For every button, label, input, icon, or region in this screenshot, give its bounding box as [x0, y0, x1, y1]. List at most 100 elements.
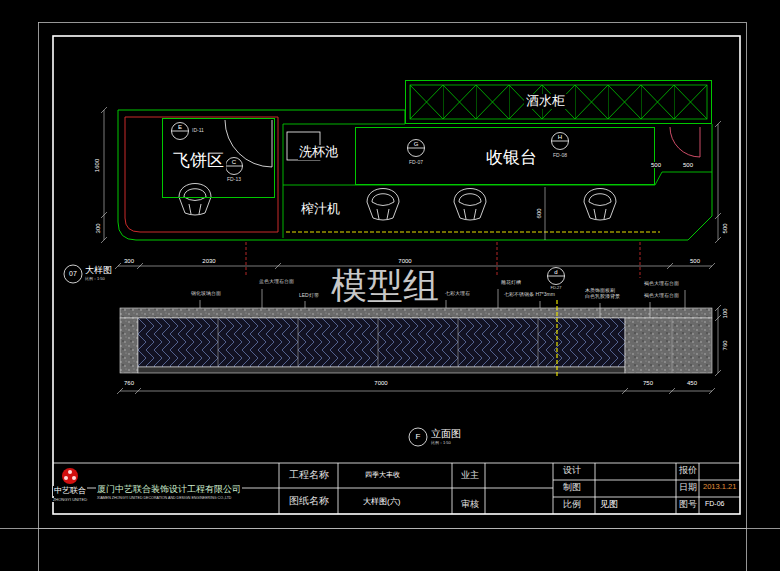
detail-divider	[408, 148, 425, 149]
title-block-grid	[53, 463, 740, 514]
drawing-label: 100	[722, 307, 729, 319]
trim-lines	[0, 528, 780, 571]
view-circle	[409, 428, 427, 446]
logo-petal	[64, 476, 68, 480]
dimension-line	[545, 187, 546, 240]
drawing-label: G	[413, 141, 420, 148]
inner-frame	[53, 36, 740, 514]
drawing-label: 500	[722, 222, 729, 234]
granite-column	[120, 318, 138, 373]
drawing-label: 洗杯池	[298, 145, 339, 160]
drawing-label: C	[231, 159, 237, 166]
drawing-label: 褐色大理石台面	[643, 281, 680, 287]
drawing-label: 雕花灯槽	[500, 280, 522, 286]
zone-label: 飞饼区	[171, 151, 226, 171]
detail-circle	[408, 140, 425, 157]
drawing-label: 300	[95, 222, 102, 234]
drawing-label: 比例：1:50	[84, 277, 106, 282]
granite-top	[120, 308, 712, 318]
plinth	[138, 367, 625, 373]
detail-circle	[172, 123, 189, 140]
dimension-line	[715, 305, 721, 376]
elevation-dimensions	[117, 305, 721, 394]
drawing-label: 钢化玻璃台面	[190, 291, 222, 297]
counter-inner-lines	[283, 124, 712, 238]
drawing-label: XIAMEN ZHONGYI UNITED DECORATION AND DES…	[96, 496, 232, 500]
drawing-label: 7000	[373, 380, 388, 387]
dimension-line	[117, 388, 715, 394]
drawing-label: LED灯带	[298, 293, 320, 299]
drawing-label: d	[553, 269, 558, 276]
drawing-label: 600	[536, 207, 543, 219]
door-swing	[225, 120, 272, 167]
drawing-label: 450	[686, 380, 698, 387]
plan-zone: 酒水柜	[405, 80, 712, 124]
drawing-label: ID-11	[191, 128, 205, 134]
drawing-label: 2030	[201, 258, 216, 265]
drawing-label: FD-06	[704, 500, 725, 508]
logo-petal	[68, 470, 72, 474]
drawing-label: 七彩大理石	[444, 291, 471, 297]
drawing-label: 立面图	[430, 428, 462, 440]
logo-flower	[62, 468, 78, 484]
watermark: 模型组	[330, 268, 440, 304]
counter-outline	[118, 110, 712, 240]
view-circle	[64, 265, 82, 283]
drawing-label: 业主	[460, 470, 480, 480]
zone-label: 收银台	[484, 148, 539, 168]
detail-divider	[548, 276, 565, 277]
drawing-label: 厦门中艺联合装饰设计工程有限公司	[96, 484, 242, 494]
drawing-label: 褐色大理石台面	[643, 293, 680, 299]
chair	[584, 189, 616, 221]
drawing-label: 760	[123, 380, 135, 387]
drawing-label: FD-13	[226, 177, 242, 183]
zone-label: 酒水柜	[524, 94, 567, 109]
drawing-label: 中艺联合	[53, 486, 87, 495]
drawing-label: FD-27	[549, 286, 562, 291]
drawing-label: FD-07	[408, 160, 424, 166]
drawing-label: 07	[68, 270, 78, 278]
logo-petal	[72, 476, 76, 480]
section-line	[556, 300, 557, 377]
detail-circle	[226, 158, 243, 175]
drawing-label: 500	[682, 162, 694, 169]
plan-zone: 收银台	[355, 127, 655, 185]
panel-divisions	[218, 318, 672, 373]
drawing-label: 报价	[678, 465, 698, 475]
drawing-label: 四季大丰收	[364, 471, 401, 479]
drawing-label: 图纸名称	[288, 495, 330, 507]
carved-panel	[138, 318, 625, 367]
chair	[454, 189, 486, 221]
drawing-label: 大样图(六)	[362, 497, 401, 506]
drawing-label: 蓝色大理石台面	[258, 279, 295, 285]
drawing-label: 500	[689, 258, 701, 265]
drawing-label: 1600	[95, 157, 102, 172]
door-swing	[670, 127, 700, 157]
granite-block	[625, 318, 712, 373]
drawing-label: F	[415, 432, 422, 441]
dimension-line	[101, 107, 107, 243]
detail-circle	[548, 268, 565, 285]
drawing-label: 300	[123, 258, 135, 265]
drawing-label: 760	[722, 339, 729, 351]
detail-divider	[172, 131, 189, 132]
drawing-label: 日期	[678, 482, 698, 492]
drawing-label: 七彩不锈钢条 H7*3mm	[503, 292, 556, 298]
drawing-label: 木质饰面板刷 白色乳胶漆背景	[584, 288, 622, 300]
drawing-label: 大样图	[84, 265, 113, 275]
drawing-label: 750	[642, 380, 654, 387]
section-leaders	[246, 242, 640, 278]
plan-zone: 飞饼区	[162, 118, 275, 198]
drawing-label: 7000	[397, 258, 412, 265]
drawing-label: 图号	[678, 499, 698, 509]
chair	[179, 184, 211, 216]
chair	[367, 189, 399, 221]
detail-symbols	[64, 123, 569, 447]
drawing-label: 设计	[562, 465, 582, 475]
counter-top-edge	[125, 117, 278, 232]
drawing-label: H	[557, 134, 563, 141]
drawing-label: 工程名称	[288, 469, 330, 481]
drawing-label: 榨汁机	[300, 202, 341, 217]
detail-divider	[226, 166, 243, 167]
